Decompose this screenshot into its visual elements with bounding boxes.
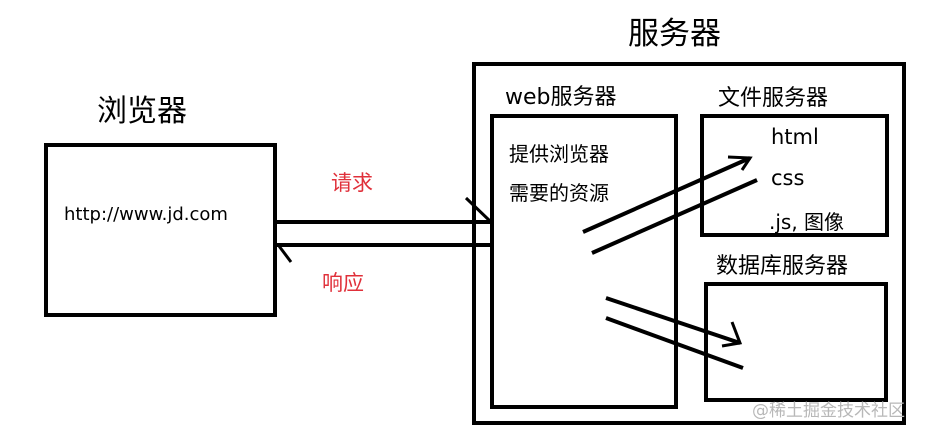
- file-server-title: 文件服务器: [718, 86, 829, 111]
- web-to-db-arrowhead: [721, 321, 743, 348]
- request-arrowhead: [464, 196, 493, 224]
- browser-title: 浏览器: [97, 94, 187, 129]
- web-server-desc-line2: 需要的资源: [509, 181, 609, 205]
- file-item-css: css: [771, 166, 805, 190]
- servers-title: 服务器: [628, 16, 721, 52]
- response-label: 响应: [322, 271, 364, 295]
- web-to-db-line: [605, 296, 741, 345]
- web-to-file-arrowhead: [727, 155, 753, 171]
- db-server-box: [704, 282, 888, 402]
- file-server-box: [700, 114, 889, 237]
- watermark: @稀土掘金技术社区: [752, 401, 905, 421]
- file-item-js-images: .js, 图像: [769, 210, 845, 234]
- db-server-title: 数据库服务器: [716, 254, 849, 279]
- web-server-title: web服务器: [505, 85, 617, 110]
- response-arrowhead: [277, 245, 293, 263]
- browser-url: http://www.jd.com: [64, 204, 228, 225]
- web-server-box: [490, 114, 678, 409]
- file-item-html: html: [771, 125, 819, 149]
- web-to-file-line: [582, 156, 751, 234]
- request-label: 请求: [331, 171, 373, 195]
- browser-box: [44, 143, 277, 317]
- web-server-desc-line1: 提供浏览器: [509, 142, 609, 166]
- servers-box: [472, 62, 906, 425]
